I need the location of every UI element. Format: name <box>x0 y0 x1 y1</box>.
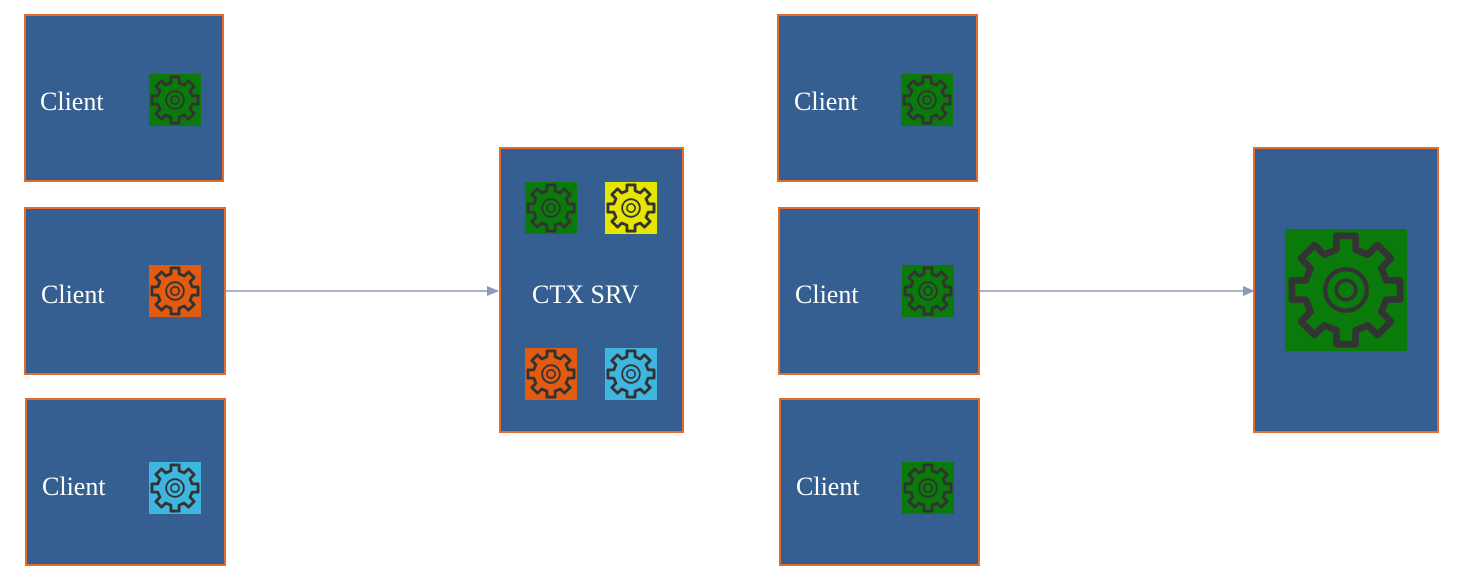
gear-hub <box>922 95 932 105</box>
gear-tile-background <box>605 182 657 234</box>
gear-svg <box>1285 229 1407 351</box>
gear-icon-green <box>525 182 577 234</box>
gear-outline <box>526 183 576 233</box>
gear-hub <box>546 369 556 379</box>
gear-hub <box>170 483 180 493</box>
right-client-box-1: Client <box>777 14 978 182</box>
right-server-box <box>1253 147 1439 433</box>
gear-ring <box>165 281 185 301</box>
gear-tile-background <box>525 182 577 234</box>
gear-hub <box>170 95 180 105</box>
gear-tile-background <box>149 462 201 514</box>
gear-icon-green <box>902 265 954 317</box>
gear-ring <box>1323 267 1369 313</box>
gear-icon-green <box>901 74 953 126</box>
left-client-box-1: Client <box>24 14 224 182</box>
gear-icon-orange <box>149 265 201 317</box>
gear-icon-green <box>149 74 201 126</box>
gear-ring <box>917 90 937 110</box>
gear-icon-blue <box>605 348 657 400</box>
gear-ring <box>621 198 641 218</box>
gear-ring <box>541 198 561 218</box>
gear-outline <box>903 463 953 513</box>
gear-tile-background <box>1285 229 1407 351</box>
client-label: Client <box>40 87 104 116</box>
right-client-box-2: Client <box>778 207 980 375</box>
gear-outline <box>150 463 200 513</box>
ctx-server-box: CTX SRV <box>499 147 684 433</box>
gear-tile-background <box>902 265 954 317</box>
gear-outline <box>606 349 656 399</box>
gear-outline <box>1288 232 1404 348</box>
gear-tile-background <box>901 74 953 126</box>
left-client-box-3: Client <box>25 398 226 566</box>
gear-tile-background <box>605 348 657 400</box>
gear-svg <box>902 265 954 317</box>
gear-outline <box>606 183 656 233</box>
gear-svg <box>149 265 201 317</box>
gear-svg <box>605 182 657 234</box>
gear-ring <box>918 478 938 498</box>
gear-icon-green <box>902 462 954 514</box>
gear-ring <box>918 281 938 301</box>
gear-outline <box>150 75 200 125</box>
left-client-box-2: Client <box>24 207 226 375</box>
client-label: Client <box>796 472 860 501</box>
gear-outline <box>150 266 200 316</box>
gear-svg <box>605 348 657 400</box>
gear-hub <box>546 203 556 213</box>
gear-hub <box>626 203 636 213</box>
gear-outline <box>903 266 953 316</box>
right-client-box-3: Client <box>779 398 980 566</box>
gear-icon-large-green <box>1285 229 1407 351</box>
gear-hub <box>626 369 636 379</box>
gear-hub <box>923 286 933 296</box>
gear-svg <box>149 462 201 514</box>
gear-hub <box>170 286 180 296</box>
gear-svg <box>149 74 201 126</box>
gear-svg <box>901 74 953 126</box>
gear-hub <box>923 483 933 493</box>
gear-svg <box>525 348 577 400</box>
gear-ring <box>165 90 185 110</box>
gear-icon-yellow <box>605 182 657 234</box>
gear-tile-background <box>525 348 577 400</box>
gear-outline <box>526 349 576 399</box>
gear-svg <box>902 462 954 514</box>
gear-tile-background <box>149 265 201 317</box>
gear-ring <box>541 364 561 384</box>
gear-hub <box>1334 278 1358 302</box>
ctx-srv-label: CTX SRV <box>532 280 639 309</box>
gear-ring <box>165 478 185 498</box>
client-label: Client <box>795 280 859 309</box>
client-label: Client <box>42 472 106 501</box>
gear-icon-blue <box>149 462 201 514</box>
gear-tile-background <box>149 74 201 126</box>
gear-ring <box>621 364 641 384</box>
gear-tile-background <box>902 462 954 514</box>
client-label: Client <box>794 87 858 116</box>
gear-icon-orange <box>525 348 577 400</box>
gear-svg <box>525 182 577 234</box>
gear-outline <box>902 75 952 125</box>
client-label: Client <box>41 280 105 309</box>
